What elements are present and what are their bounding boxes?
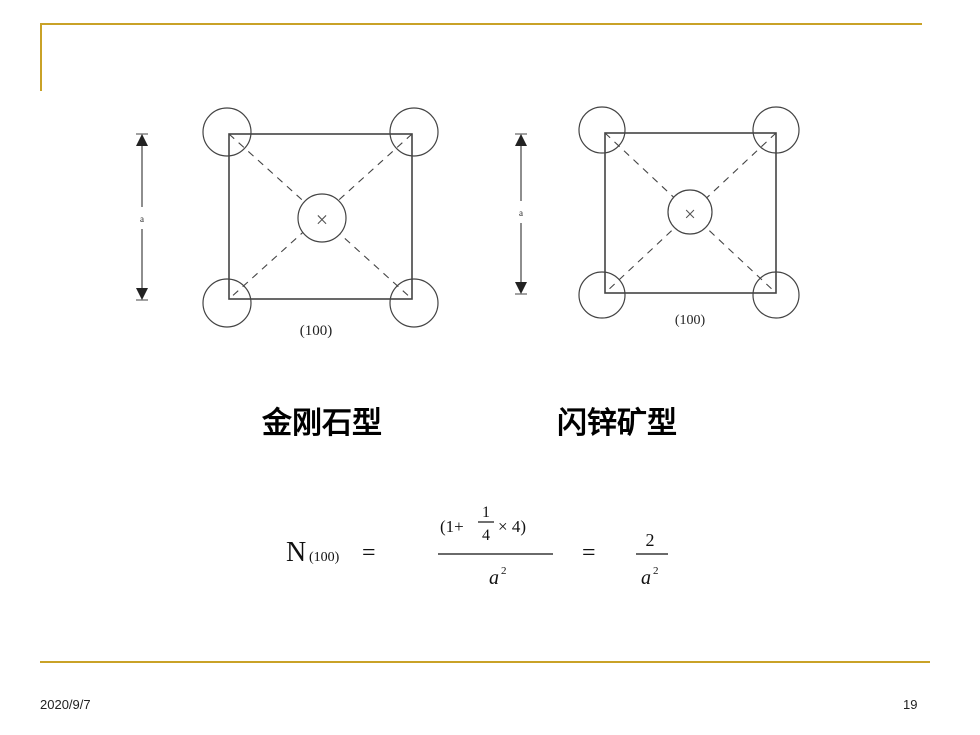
surface-density-formula: N (100) = (1+ 1 4 × 4) a 2 = 2 a 2: [286, 504, 668, 589]
corner-atom: [389, 107, 439, 157]
center-atom-symbol: ×: [316, 207, 328, 232]
fraction-denominator-base: a: [489, 567, 499, 589]
formula-equals: =: [362, 540, 376, 566]
unit-cell-square: [604, 132, 777, 294]
dimension-label: a: [140, 214, 144, 224]
fraction-numerator-suffix: × 4): [498, 517, 526, 536]
left-accent-line: [40, 23, 42, 91]
dimension-label: a: [519, 208, 523, 218]
corner-atom: [752, 271, 800, 319]
corner-atom: [389, 278, 439, 328]
arrow-up-icon: [136, 134, 148, 146]
top-accent-line: [40, 23, 922, 25]
page-number: 19: [903, 697, 918, 712]
footer-date: 2020/9/7: [40, 697, 91, 712]
arrow-down-icon: [515, 282, 527, 294]
diamond-type-caption: 金刚石型: [262, 406, 382, 441]
center-atom-symbol: ×: [684, 202, 696, 226]
diamond-100-diagram: a × (100): [136, 107, 439, 339]
fraction-numerator-prefix: (1+: [440, 517, 464, 536]
fraction-denominator-exponent: 2: [501, 565, 507, 577]
center-atom: [297, 193, 347, 243]
formula-lhs-subscript: (100): [309, 550, 340, 565]
corner-atom: [578, 106, 626, 154]
result-denominator-base: a: [641, 567, 651, 589]
corner-atom: [752, 106, 800, 154]
corner-atom: [578, 271, 626, 319]
center-atom: [667, 189, 713, 235]
formula-equals: =: [582, 540, 596, 566]
bottom-accent-line: [40, 661, 930, 663]
plane-label: (100): [675, 313, 706, 328]
corner-atom: [202, 107, 252, 157]
inner-fraction-numerator: 1: [482, 504, 490, 521]
inner-fraction-denominator: 4: [482, 527, 490, 544]
formula-lhs-symbol: N: [286, 537, 306, 568]
arrow-down-icon: [136, 288, 148, 300]
zincblende-type-caption: 闪锌矿型: [557, 406, 677, 441]
arrow-up-icon: [515, 134, 527, 146]
corner-atom: [202, 278, 252, 328]
unit-cell-square: [228, 133, 413, 300]
zincblende-100-diagram: a × (100): [515, 106, 800, 328]
result-numerator: 2: [646, 530, 655, 550]
result-denominator-exponent: 2: [653, 565, 659, 577]
plane-label: (100): [300, 323, 333, 339]
